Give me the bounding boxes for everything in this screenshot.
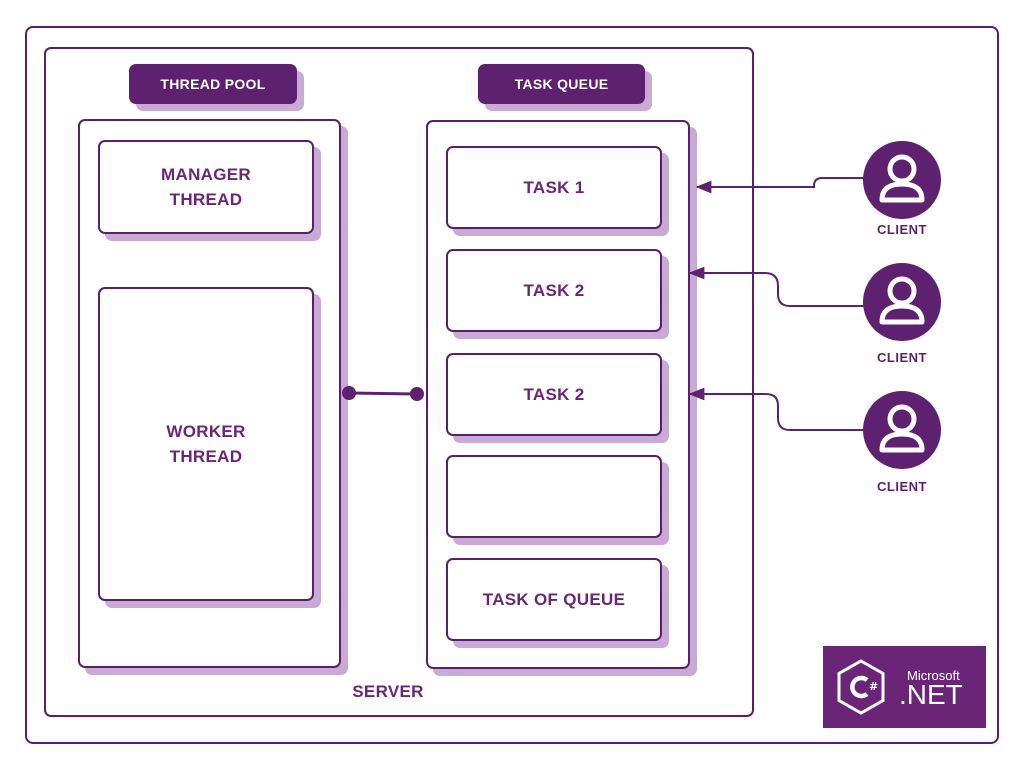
client-1-avatar-icon <box>863 141 941 219</box>
task-label-2: TASK 2 <box>523 281 585 300</box>
microsoft-text: Microsoft <box>907 668 960 683</box>
task-box-5: TASK OF QUEUE <box>446 558 662 641</box>
manager-thread-label: MANAGER THREAD <box>161 165 251 209</box>
client-2-label: CLIENT <box>877 350 927 365</box>
task-box-2: TASK 2 <box>446 249 662 332</box>
task-label-5: TASK OF QUEUE <box>482 590 626 609</box>
worker-thread-label: WORKER THREAD <box>166 422 246 466</box>
client-1-arrow <box>695 177 864 194</box>
task-label-1: TASK 1 <box>523 178 585 197</box>
client-2-arrow <box>688 266 864 307</box>
client-3-label: CLIENT <box>877 479 927 494</box>
manager-thread-box: MANAGER THREAD <box>98 140 314 234</box>
pool-queue-connector <box>342 386 424 401</box>
task-queue-title: TASK QUEUE <box>478 64 645 104</box>
dotnet-text: .NET <box>899 679 963 710</box>
worker-thread-box: WORKER THREAD <box>98 287 314 601</box>
client-3-avatar-icon <box>863 391 941 469</box>
thread-pool-title: THREAD POOL <box>129 64 297 104</box>
task-box-3: TASK 2 <box>446 353 662 436</box>
client-2-avatar-icon <box>863 263 941 341</box>
svg-text:#: # <box>869 680 878 693</box>
dotnet-logo: # Microsoft .NET <box>823 646 986 728</box>
task-box-1: TASK 1 <box>446 146 662 229</box>
server-label: SERVER <box>352 682 424 701</box>
client-3-arrow <box>688 387 864 431</box>
task-label-3: TASK 2 <box>523 385 585 404</box>
client-1-label: CLIENT <box>877 222 927 237</box>
task-box-4 <box>446 455 662 538</box>
csharp-logo-icon: # <box>837 659 885 715</box>
